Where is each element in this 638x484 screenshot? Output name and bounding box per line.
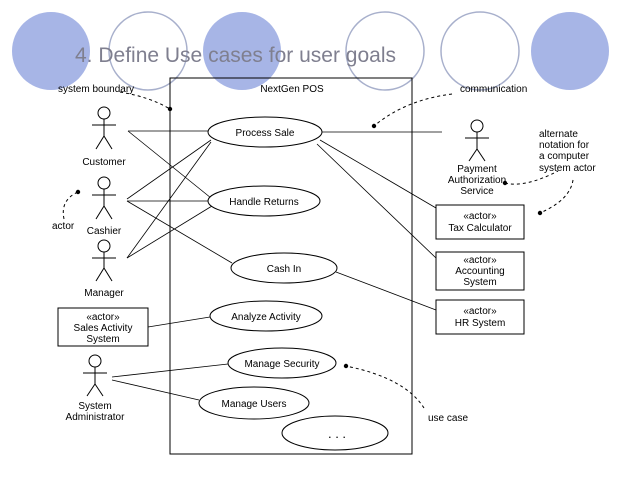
association-lines bbox=[111, 130, 442, 401]
actor-customer-label: Customer bbox=[82, 157, 126, 168]
actor-labels: Customer Cashier Manager System Administ… bbox=[66, 157, 507, 423]
box-accounting-label-2: System bbox=[463, 277, 496, 288]
use-case-manage-users-label: Manage Users bbox=[221, 399, 286, 410]
use-case-more bbox=[281, 415, 389, 451]
use-cases: Process Sale Handle Returns Cash In Anal… bbox=[198, 116, 389, 451]
actor-manager-label: Manager bbox=[84, 288, 124, 299]
decorative-circles bbox=[12, 11, 609, 91]
callout-dot-communication bbox=[371, 123, 377, 129]
assoc-cashin-hr bbox=[335, 271, 437, 311]
assoc-manager-process bbox=[126, 141, 212, 259]
assoc-process-tax bbox=[319, 139, 437, 209]
actor-boxes: «actor» Sales Activity System «actor» Ta… bbox=[57, 204, 525, 347]
use-case-more-label: . . . bbox=[328, 426, 346, 441]
assoc-admin-security bbox=[111, 363, 229, 378]
use-case-process-sale bbox=[207, 116, 323, 148]
callout-system-boundary bbox=[119, 91, 171, 110]
actor-cashier-figure bbox=[92, 176, 116, 220]
actor-customer-figure bbox=[92, 106, 116, 150]
use-case-manage-users bbox=[198, 386, 310, 420]
actor-cashier-label: Cashier bbox=[87, 226, 122, 237]
box-sales-activity-stereotype: «actor» bbox=[86, 312, 120, 323]
box-sales-activity bbox=[57, 307, 149, 347]
stick-figures bbox=[83, 106, 489, 397]
callout-dots bbox=[75, 106, 543, 369]
use-case-handle-returns bbox=[207, 185, 321, 217]
box-hr-label: HR System bbox=[455, 318, 506, 329]
assoc-admin-users bbox=[111, 379, 200, 401]
actor-manager-figure bbox=[92, 239, 116, 282]
assoc-customer-returns bbox=[127, 130, 212, 199]
box-tax-calculator bbox=[435, 204, 525, 240]
use-case-handle-returns-label: Handle Returns bbox=[229, 197, 298, 208]
annotation-use-case: use case bbox=[428, 413, 468, 424]
annotation-alternate-2: notation for bbox=[539, 140, 590, 151]
assoc-cashier-process bbox=[126, 139, 212, 200]
box-hr-system bbox=[435, 299, 525, 335]
box-accounting bbox=[435, 251, 525, 291]
callout-use-case bbox=[345, 365, 425, 409]
actor-sysadmin-label-2: Administrator bbox=[66, 412, 126, 423]
callout-alternate-2 bbox=[504, 170, 559, 185]
use-case-process-sale-label: Process Sale bbox=[236, 128, 295, 139]
annotation-actor: actor bbox=[52, 221, 75, 232]
actor-sysadmin-figure bbox=[83, 354, 107, 397]
callout-dot-alternate bbox=[537, 210, 543, 216]
annotation-alternate-3: a computer bbox=[539, 151, 590, 162]
annotation-alternate-4: system actor bbox=[539, 163, 596, 174]
use-case-cash-in-label: Cash In bbox=[267, 264, 301, 275]
deco-circle-1 bbox=[12, 12, 90, 90]
annotation-alternate-1: alternate bbox=[539, 129, 578, 140]
system-name: NextGen POS bbox=[260, 84, 324, 95]
use-case-analyze-activity bbox=[209, 300, 323, 332]
box-sales-activity-label-1: Sales Activity bbox=[74, 323, 133, 334]
actor-payment-label-1: Payment bbox=[457, 164, 497, 175]
assoc-cashier-cashin bbox=[126, 200, 233, 264]
deco-circle-5 bbox=[440, 11, 520, 91]
actor-payment-label-3: Service bbox=[460, 186, 494, 197]
deco-circle-2 bbox=[108, 11, 188, 91]
callout-dot-use-case bbox=[343, 363, 349, 369]
callout-dot-boundary bbox=[167, 106, 173, 112]
assoc-process-accounting bbox=[316, 143, 437, 259]
use-case-analyze-activity-label: Analyze Activity bbox=[231, 312, 300, 323]
box-tax-label: Tax Calculator bbox=[448, 223, 512, 234]
use-case-cash-in bbox=[230, 252, 338, 284]
box-accounting-label-1: Accounting bbox=[455, 266, 504, 277]
box-tax-stereotype: «actor» bbox=[463, 211, 497, 222]
use-case-manage-security-label: Manage Security bbox=[244, 359, 319, 370]
actor-payment-figure bbox=[465, 119, 489, 162]
box-sales-activity-label-2: System bbox=[86, 334, 119, 345]
annotation-labels: system boundary communication actor use … bbox=[52, 84, 596, 424]
callout-dot-payment bbox=[502, 180, 508, 186]
callout-dot-actor bbox=[75, 189, 81, 195]
actor-sysadmin-label-1: System bbox=[78, 401, 111, 412]
system-boundary bbox=[169, 77, 413, 455]
annotation-communication: communication bbox=[460, 84, 527, 95]
box-hr-stereotype: «actor» bbox=[463, 306, 497, 317]
slide-title: 4. Define Use cases for user goals bbox=[75, 44, 396, 67]
deco-circle-6 bbox=[531, 12, 609, 90]
use-case-manage-security bbox=[227, 347, 337, 379]
assoc-sales-analyze bbox=[147, 316, 211, 328]
box-accounting-stereotype: «actor» bbox=[463, 255, 497, 266]
annotation-system-boundary: system boundary bbox=[58, 84, 134, 95]
callout-alternate bbox=[539, 179, 574, 214]
deco-circle-4 bbox=[345, 11, 425, 91]
callout-lines bbox=[62, 91, 574, 409]
assoc-manager-returns bbox=[126, 205, 213, 259]
callout-communication bbox=[373, 93, 453, 127]
callout-actor bbox=[62, 191, 79, 220]
deco-circle-3 bbox=[203, 12, 281, 90]
actor-payment-label-2: Authorization bbox=[448, 175, 506, 186]
